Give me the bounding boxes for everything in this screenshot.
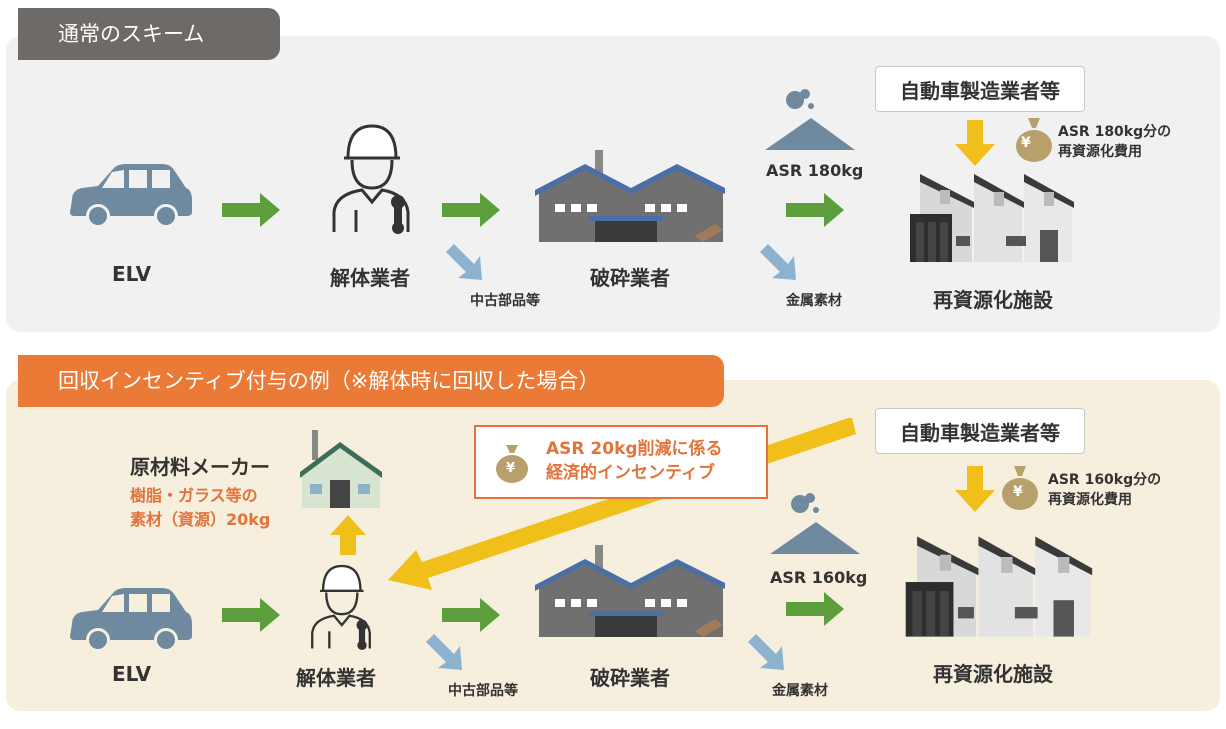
shredder-label: 破砕業者 <box>590 266 670 290</box>
elv-label: ELV <box>112 662 152 686</box>
facility-label: 再資源化施設 <box>933 662 1053 686</box>
recycling-facility-icon <box>910 174 1074 262</box>
asr-pile-icon <box>770 493 860 554</box>
asr-180-label: ASR 180kg <box>766 161 864 180</box>
yellow-up-arrow-icon <box>330 515 366 555</box>
asr-160-label: ASR 160kg <box>770 568 868 587</box>
metal-label: 金属素材 <box>772 683 828 699</box>
shredder-factory-icon <box>535 545 725 637</box>
incentive-scheme-tab: 回収インセンティブ付与の例（※解体時に回収した場合） <box>18 355 724 407</box>
fee-label: ASR 180kg分の再資源化費用 <box>1058 124 1172 160</box>
car-icon <box>70 164 192 228</box>
yen-symbol: ¥ <box>1021 135 1031 151</box>
diagonal-arrow-icon <box>748 634 784 670</box>
yellow-down-arrow-icon <box>955 466 995 512</box>
manufacturer-box: 自動車製造業者等 <box>875 408 1085 454</box>
car-icon <box>70 588 192 652</box>
green-arrow-icon <box>786 592 844 626</box>
yen-money-bag-icon <box>496 445 528 483</box>
yen-symbol: ¥ <box>506 461 516 476</box>
green-arrow-icon <box>442 193 500 227</box>
dismantler-label: 解体業者 <box>296 666 376 690</box>
used-parts-label: 中古部品等 <box>470 293 540 309</box>
raw-maker-label: 原材料メーカー <box>130 455 270 479</box>
elv-label: ELV <box>112 262 152 286</box>
diagonal-arrow-icon <box>446 244 482 280</box>
incentive-label: ASR 20kg削減に係る経済的インセンティブ <box>546 439 723 483</box>
green-arrow-icon <box>442 598 500 632</box>
fee-label: ASR 160kg分の再資源化費用 <box>1048 472 1162 508</box>
incentive-box: ¥ ASR 20kg削減に係る経済的インセンティブ <box>474 425 768 499</box>
worker-icon <box>311 564 371 650</box>
manufacturer-box: 自動車製造業者等 <box>875 66 1085 112</box>
metal-label: 金属素材 <box>786 293 842 309</box>
green-arrow-icon <box>222 193 280 227</box>
facility-label: 再資源化施設 <box>933 288 1053 312</box>
worker-icon <box>332 124 410 234</box>
used-parts-label: 中古部品等 <box>448 683 518 699</box>
dismantler-label: 解体業者 <box>330 266 410 290</box>
shredder-factory-icon <box>535 150 725 242</box>
yen-money-bag-icon <box>1016 118 1052 162</box>
yen-symbol: ¥ <box>1013 484 1023 500</box>
asr-pile-icon <box>765 89 855 150</box>
material-label: 樹脂・ガラス等の素材（資源）20kg <box>130 486 271 529</box>
diagonal-arrow-icon <box>426 634 462 670</box>
yellow-down-arrow-icon <box>955 120 995 166</box>
diagonal-arrow-icon <box>760 244 796 280</box>
shredder-label: 破砕業者 <box>590 666 670 690</box>
recycling-facility-icon <box>905 536 1093 637</box>
normal-scheme-tab: 通常のスキーム <box>18 8 280 60</box>
green-arrow-icon <box>786 193 844 227</box>
raw-maker-factory-icon <box>300 430 382 508</box>
green-arrow-icon <box>222 598 280 632</box>
yen-money-bag-icon <box>1002 466 1038 510</box>
